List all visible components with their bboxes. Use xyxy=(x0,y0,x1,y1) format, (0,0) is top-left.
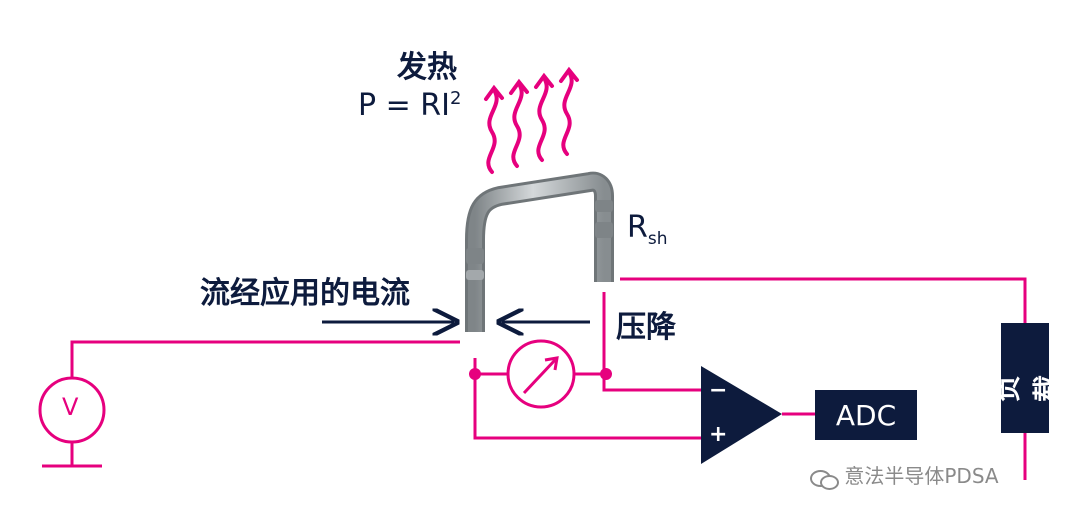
junction-dot xyxy=(600,368,612,380)
circuit-wires xyxy=(70,277,1027,480)
load-label: 负载 xyxy=(993,375,1063,402)
shunt-resistor xyxy=(465,171,614,332)
amp-plus-label: + xyxy=(709,422,728,447)
voltage-drop-label: 压降 xyxy=(616,310,676,345)
shunt-label: Rsh xyxy=(627,210,668,249)
adc-block: ADC xyxy=(815,390,917,440)
amp-minus-label: − xyxy=(709,378,728,403)
op-amp xyxy=(701,366,782,464)
shunt-label-main: R xyxy=(627,210,648,245)
load-block: 负载 xyxy=(993,323,1063,433)
watermark: 意法半导体PDSA xyxy=(810,460,999,490)
power-formula: P = RI2 xyxy=(358,88,461,123)
heat-waves-icon xyxy=(484,66,579,174)
voltage-source-symbol: V xyxy=(62,393,79,421)
power-formula-exponent: 2 xyxy=(450,88,462,109)
voltage-source xyxy=(38,376,106,468)
watermark-text: 意法半导体PDSA xyxy=(844,464,999,488)
current-label: 流经应用的电流 xyxy=(200,276,410,311)
power-formula-main: P = RI xyxy=(358,88,450,123)
wechat-icon xyxy=(810,468,839,490)
adc-label: ADC xyxy=(835,398,897,432)
meter-icon xyxy=(506,339,576,409)
junction-dot xyxy=(469,368,481,380)
shunt-label-sub: sh xyxy=(647,229,668,249)
heat-title: 发热 xyxy=(397,50,457,85)
